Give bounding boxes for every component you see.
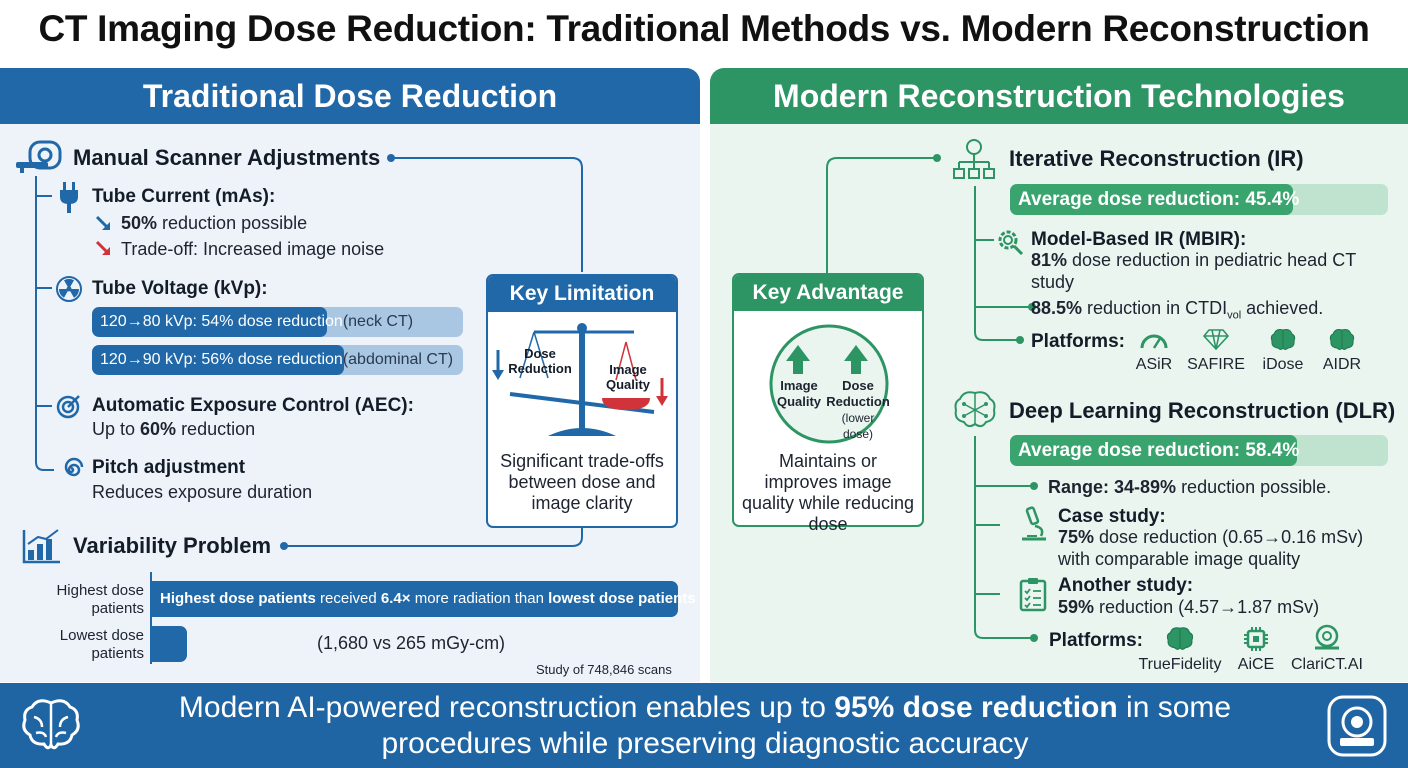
ct-scanner-footer-icon <box>1327 695 1387 757</box>
mbir-line: 81% dose reduction in pediatric head CT <box>1031 250 1357 270</box>
scale-left-label: Dose Reduction <box>508 346 572 376</box>
tube-current-heading: Tube Current (mAs): <box>92 186 276 207</box>
platform-aidr: AIDR <box>1322 356 1362 373</box>
ct-scanner-icon <box>16 140 62 173</box>
variability-values: (1,680 vs 265 mGy-cm) <box>317 633 506 653</box>
highest-dose-label: Highest dose patients <box>56 582 144 617</box>
voltage-bar-abdominal: 120→90 kVp: 56% dose reduction (abdomina… <box>92 345 463 375</box>
brain-icon-2 <box>1329 329 1355 350</box>
platform-clarict: ClariCT.AI <box>1290 656 1363 673</box>
platform-asir: ASiR <box>1135 356 1173 373</box>
scanner-icon <box>1315 624 1339 650</box>
bar-chart-icon <box>22 529 60 564</box>
aec-heading: Automatic Exposure Control (AEC): <box>92 395 414 416</box>
pitch-heading: Pitch adjustment <box>92 457 246 478</box>
dlr-range-line: Range: 34-89% reduction possible. <box>1048 477 1332 497</box>
gear-search-icon <box>998 230 1024 256</box>
advantage-image-quality-label: Image Quality <box>776 378 822 409</box>
page-title: CT Imaging Dose Reduction: Traditional M… <box>38 8 1370 49</box>
key-limitation-heading: Key Limitation <box>488 276 676 312</box>
balance-scale-icon <box>492 323 668 436</box>
spiral-icon <box>64 457 84 477</box>
ctdi-line: 88.5% reduction in CTDIvol achieved. <box>1031 298 1324 322</box>
dlr-platforms-label: Platforms: <box>1049 630 1143 651</box>
platform-idose: iDose <box>1262 356 1304 373</box>
platform-safire: SAFIRE <box>1187 356 1245 373</box>
footer-banner <box>0 683 1408 768</box>
right-panel-header: Modern Reconstruction Technologies <box>710 68 1408 124</box>
mbir-line2: study <box>1031 272 1075 292</box>
tube-current-line2: Trade-off: Increased image noise <box>121 239 385 259</box>
dlr-heading: Deep Learning Reconstruction (DLR) <box>1009 398 1396 423</box>
key-advantage-text: Maintains or improves image quality whil… <box>741 451 915 534</box>
footer-message: Modern AI-powered reconstruction enables… <box>178 691 1232 760</box>
clipboard-icon <box>1019 578 1047 612</box>
pitch-line: Reduces exposure duration <box>92 482 313 502</box>
case-study-line1: 75% dose reduction (0.65→0.16 mSv) <box>1058 527 1364 547</box>
tube-current-line1: 50% reduction possible <box>121 213 308 233</box>
advantage-circle-icon <box>769 324 889 444</box>
neural-brain-icon <box>954 391 996 428</box>
key-limitation-text: Significant trade-offs between dose and … <box>500 451 664 513</box>
manual-adjustments-heading: Manual Scanner Adjustments <box>73 145 381 170</box>
highest-dose-bar <box>152 581 678 617</box>
chip-icon <box>1244 627 1268 651</box>
arrow-down-right-red-icon <box>95 240 111 256</box>
another-study-heading: Another study: <box>1058 575 1194 596</box>
voltage-bar-neck: 120→80 kVp: 54% dose reduction (neck CT) <box>92 307 463 337</box>
key-advantage-heading: Key Advantage <box>734 275 922 311</box>
target-icon <box>56 395 80 419</box>
highest-dose-bar-text: Highest dose patients received 6.4× more… <box>160 590 696 607</box>
arrow-down-right-icon <box>95 215 111 231</box>
gauge-icon <box>1140 334 1168 349</box>
case-study-line2: with comparable image quality <box>1058 549 1301 569</box>
microscope-icon <box>1022 506 1046 541</box>
left-panel-header: Traditional Dose Reduction <box>0 68 700 124</box>
brain-icon-3 <box>1166 627 1194 650</box>
plug-icon <box>60 182 78 213</box>
study-note: Study of 748,846 scans <box>536 662 672 677</box>
another-study-line: 59% reduction (4.57→1.87 mSv) <box>1058 597 1320 617</box>
ir-average-bar: Average dose reduction: 45.4% <box>1010 184 1388 215</box>
case-study-heading: Case study: <box>1058 506 1166 527</box>
platform-aice: AiCE <box>1237 656 1275 673</box>
brain-outline-icon <box>22 699 80 750</box>
dlr-average-bar: Average dose reduction: 58.4% <box>1010 435 1388 466</box>
platform-truefidelity: TrueFidelity <box>1138 656 1222 673</box>
radiation-icon <box>56 276 82 302</box>
tube-voltage-heading: Tube Voltage (kVp): <box>92 278 268 299</box>
brain-network-icon <box>953 139 995 179</box>
mbir-heading: Model-Based IR (MBIR): <box>1031 229 1247 250</box>
brain-icon <box>1270 329 1296 350</box>
ir-platforms-label: Platforms: <box>1031 331 1125 352</box>
variability-axis <box>150 572 152 664</box>
scale-right-label: Image Quality <box>605 362 651 392</box>
aec-line: Up to 60% reduction <box>92 419 256 439</box>
lowest-dose-label: Lowest dose patients <box>59 627 144 662</box>
variability-heading: Variability Problem <box>73 533 272 558</box>
lowest-dose-bar <box>152 626 187 662</box>
diamond-icon <box>1203 329 1229 350</box>
ir-heading: Iterative Reconstruction (IR) <box>1009 146 1304 171</box>
